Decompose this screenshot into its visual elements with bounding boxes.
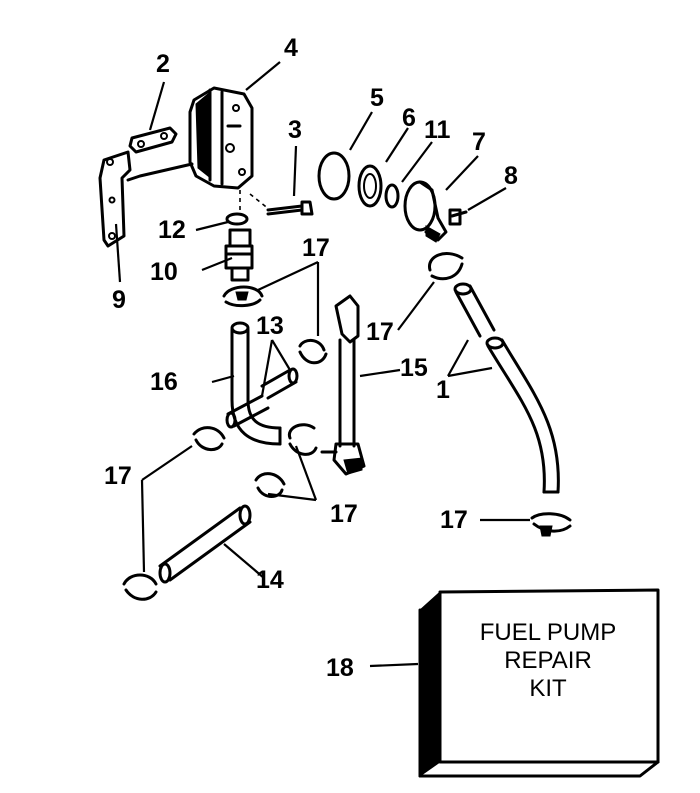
kit-line-3: KIT <box>529 675 567 702</box>
callout-13: 13 <box>256 312 284 340</box>
clamp-lower-center <box>254 472 286 498</box>
callout-4: 4 <box>284 34 298 62</box>
clamp-bottom-right <box>530 512 572 537</box>
clamp-center <box>287 423 318 456</box>
washer <box>384 183 400 209</box>
callout-8: 8 <box>504 162 518 190</box>
clamp-middle <box>298 339 328 365</box>
clamp-bottom-left <box>122 573 158 601</box>
callout-6: 6 <box>402 104 416 132</box>
clamp-top-left <box>222 285 264 308</box>
pump-body <box>126 86 254 190</box>
callout-17-top: 17 <box>302 234 330 262</box>
kit-line-2: REPAIR <box>504 647 592 674</box>
fuel-filter <box>320 294 366 476</box>
screw <box>249 193 314 216</box>
small-o-ring <box>225 212 249 226</box>
callout-18: 18 <box>326 654 354 682</box>
callout-17-center: 17 <box>330 500 358 528</box>
short-hose <box>225 367 299 429</box>
callout-15: 15 <box>400 354 428 382</box>
callout-17-left: 17 <box>104 462 132 490</box>
callout-3: 3 <box>288 116 302 144</box>
hose-elbow <box>230 321 282 446</box>
repair-kit-box <box>418 588 660 778</box>
diaphragm-ring <box>357 164 383 208</box>
callout-labels: 2 4 3 5 6 11 7 8 12 17 10 9 13 17 15 16 … <box>104 34 518 682</box>
repair-kit-label: FUEL PUMP REPAIR KIT <box>480 619 616 702</box>
clamp-top-right <box>428 252 464 281</box>
callout-7: 7 <box>472 128 486 156</box>
callout-5: 5 <box>370 84 384 112</box>
clamp-left <box>192 426 226 451</box>
cover-screw <box>448 208 468 226</box>
callout-17-bottom-right: 17 <box>440 506 468 534</box>
long-hose <box>453 282 560 494</box>
leader-lines <box>114 61 530 668</box>
callout-11: 11 <box>424 116 451 144</box>
gasket-plate <box>98 150 132 248</box>
straight-hose <box>158 504 252 584</box>
kit-line-1: FUEL PUMP <box>480 619 616 646</box>
pump-cover <box>403 180 448 243</box>
callout-2: 2 <box>156 50 170 78</box>
o-ring <box>317 151 351 201</box>
small-gasket <box>128 126 178 154</box>
callout-9: 9 <box>112 286 126 314</box>
callout-14: 14 <box>256 566 284 594</box>
callout-1: 1 <box>436 376 450 404</box>
callout-10: 10 <box>150 258 178 286</box>
callout-12: 12 <box>158 216 186 244</box>
callout-16: 16 <box>150 368 178 396</box>
callout-17-right: 17 <box>366 318 394 346</box>
fitting <box>224 190 254 282</box>
